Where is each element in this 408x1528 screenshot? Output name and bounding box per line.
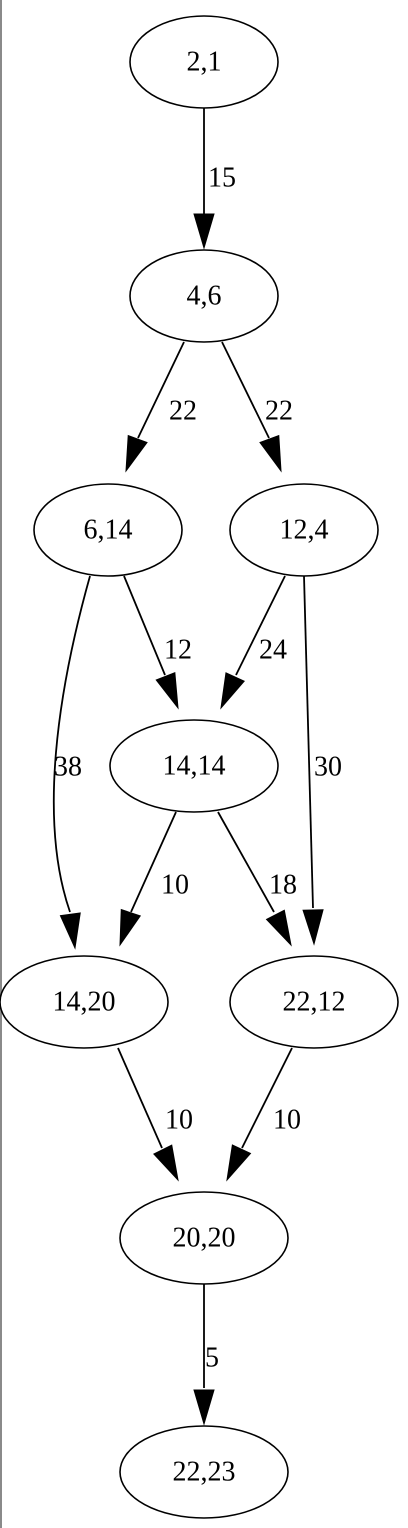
arrowhead: [125, 434, 148, 473]
edge-line: [117, 1047, 163, 1149]
node-n614: 6,14: [33, 483, 183, 577]
node-label: 20,20: [173, 1223, 236, 1254]
arrowhead: [259, 434, 282, 473]
edge-weight-label: 30: [314, 752, 342, 783]
node-n21: 2,1: [129, 15, 279, 109]
arrowhead: [153, 1144, 179, 1182]
edge-n46-n614: 22: [125, 341, 197, 473]
edge-line: [137, 341, 185, 439]
arrowhead: [193, 1389, 215, 1426]
edge-line: [241, 1047, 293, 1149]
edge-n46-n124: 22: [221, 341, 293, 473]
edge-weight-label: 10: [273, 1105, 301, 1136]
node-label: 12,4: [280, 515, 329, 546]
node-ellipse: [129, 249, 279, 343]
node-n46: 4,6: [129, 249, 279, 343]
node-n1420: 14,20: [0, 955, 169, 1049]
node-label: 14,14: [163, 751, 226, 782]
edge-n614-n1414: 12: [123, 575, 192, 710]
edge-line: [130, 811, 177, 913]
node-ellipse: [33, 483, 183, 577]
edge-n2020-n2223: 5: [193, 1284, 219, 1426]
edge-weight-label: 10: [165, 1105, 193, 1136]
edge-n614-n1420: 38: [52, 575, 91, 950]
edge-weight-label: 22: [169, 396, 197, 427]
edge-weight-label: 15: [208, 163, 236, 194]
node-ellipse: [129, 15, 279, 109]
edges: 15 22 22 12 38 24 30 10 18 10 10 5: [52, 108, 342, 1426]
node-ellipse: [109, 719, 279, 813]
edge-n124-n1414: 24: [220, 575, 287, 710]
nodes: 2,1 4,6 6,14 12,4 14,14 14,20 22,12 20,20 22,23: [0, 15, 399, 1519]
edge-weight-label: 5: [205, 1343, 219, 1374]
arrowhead: [220, 672, 245, 710]
node-n124: 12,4: [229, 483, 379, 577]
edge-n21-n46: 15: [193, 108, 236, 250]
arrowhead: [155, 671, 179, 710]
arrowhead: [265, 909, 292, 947]
edge-n1420-n2020: 10: [117, 1047, 193, 1182]
edge-line: [52, 575, 91, 913]
edge-line: [123, 575, 166, 676]
node-ellipse: [229, 483, 379, 577]
edge-line: [221, 341, 270, 439]
node-ellipse: [119, 1191, 289, 1285]
edge-n124-n2212: 30: [302, 575, 342, 946]
edge-n2212-n2020: 10: [226, 1047, 301, 1182]
node-label: 2,1: [187, 47, 222, 78]
edge-line: [303, 575, 314, 909]
node-n1414: 14,14: [109, 719, 279, 813]
node-ellipse: [0, 955, 169, 1049]
edge-line: [217, 811, 275, 913]
edge-weight-label: 18: [269, 870, 297, 901]
arrowhead: [302, 909, 324, 946]
node-ellipse: [119, 1425, 289, 1519]
edge-weight-label: 38: [54, 752, 82, 783]
edge-line: [235, 575, 286, 676]
node-n2020: 20,20: [119, 1191, 289, 1285]
node-label: 4,6: [187, 281, 222, 312]
node-label: 6,14: [84, 515, 133, 546]
edge-weight-label: 10: [161, 870, 189, 901]
node-label: 22,23: [173, 1457, 236, 1488]
edge-weight-label: 12: [164, 635, 192, 666]
edge-n1414-n1420: 10: [119, 811, 189, 947]
edge-weight-label: 22: [265, 396, 293, 427]
node-label: 22,12: [283, 987, 346, 1018]
arrowhead: [226, 1144, 252, 1182]
node-ellipse: [229, 955, 399, 1049]
node-n2212: 22,12: [229, 955, 399, 1049]
node-label: 14,20: [53, 987, 116, 1018]
arrowhead: [193, 213, 215, 250]
arrowhead: [119, 908, 142, 947]
arrowhead: [59, 912, 81, 950]
edge-weight-label: 24: [259, 635, 287, 666]
edge-n1414-n2212: 18: [217, 811, 297, 947]
node-n2223: 22,23: [119, 1425, 289, 1519]
